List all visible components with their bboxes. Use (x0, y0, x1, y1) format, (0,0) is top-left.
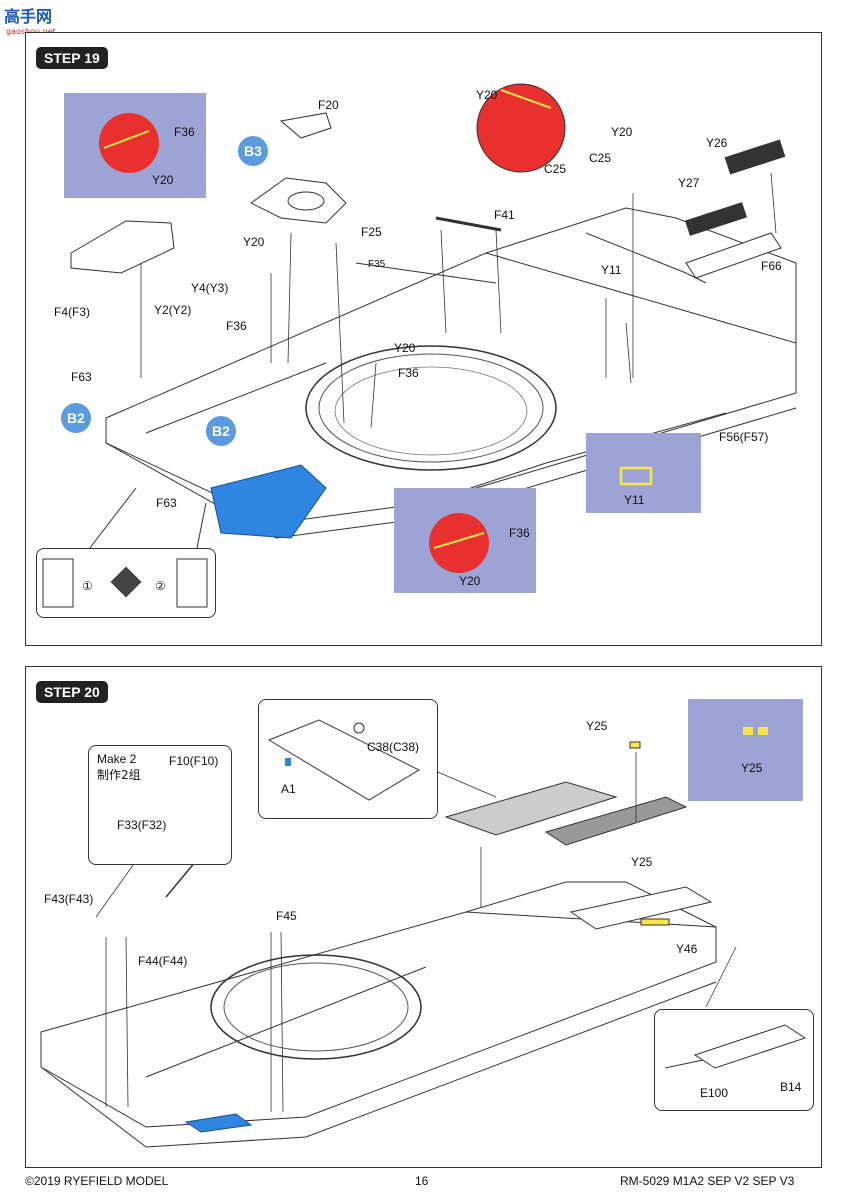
step19-label-f36-bi: F36 (509, 526, 530, 540)
step20-label-y25-top: Y25 (586, 719, 608, 733)
badge-b3: B3 (238, 136, 268, 166)
step19-label-y20-left: Y20 (243, 235, 265, 249)
f41-rod (435, 216, 502, 232)
b14-panel (569, 886, 713, 930)
step20-label-y25-inset: Y25 (741, 761, 763, 775)
step19-label-y26: Y26 (706, 136, 728, 150)
step19-label-num2: ② (155, 579, 166, 593)
b2-blue-part (210, 464, 327, 539)
step20-inset-a1: C38(C38) A1 (258, 699, 438, 819)
step20-title: STEP 20 (36, 681, 108, 703)
footer-page-number: 16 (415, 1174, 429, 1188)
step19-label-c25-mid: C25 (589, 151, 612, 165)
step19-label-f36-left: F36 (226, 319, 247, 333)
step20-drawing (40, 741, 737, 1148)
step20-label-y46: Y46 (676, 942, 698, 956)
step19-label-y20-bi: Y20 (459, 574, 481, 588)
watermark-logo-text: 高手网 (4, 7, 52, 26)
step19-label-f36-center: F36 (398, 366, 419, 380)
step20-label-make2: Make 2 (97, 752, 137, 766)
step20-inset-e100: E100 B14 (654, 1009, 814, 1111)
step20-label-c38: C38(C38) (367, 740, 420, 754)
step19-drawing (70, 112, 797, 554)
step19-label-f56: F56(F57) (719, 430, 769, 444)
step20-label-b14: B14 (780, 1080, 802, 1094)
step19-label-y2: Y2(Y2) (154, 303, 192, 317)
step19-detail-inset: ① ② (36, 548, 216, 618)
turret-ring (305, 345, 557, 471)
f4-flap (70, 220, 175, 274)
step19-label-y27: Y27 (678, 176, 700, 190)
step20-panel: STEP 20 (25, 666, 822, 1168)
watermark-logo: 高手网 gaoshou.net (2, 2, 82, 38)
step19-label-f63-bottom: F63 (156, 496, 177, 510)
step19-inset-y11: Y11 (586, 433, 701, 513)
step20-blue-part (184, 1113, 253, 1133)
step20-label-make2-cn: 制作2组 (97, 768, 141, 782)
step19-panel: STEP 19 (25, 32, 822, 646)
step19-label-y20-mid: Y20 (611, 125, 633, 139)
f20-part (279, 112, 332, 139)
y25-part (629, 741, 641, 749)
step19-label-f36-tl: F36 (174, 125, 195, 139)
footer-copyright: ©2019 RYEFIELD MODEL (25, 1174, 169, 1188)
step19-label-y11-top: Y11 (601, 263, 622, 277)
step19-label-c25-circle: C25 (544, 162, 567, 176)
step20-label-f43: F43(F43) (44, 892, 94, 906)
step20-label-f10: F10(F10) (169, 754, 219, 768)
badge-b2-left: B2 (61, 403, 91, 433)
f66-part (685, 232, 782, 279)
b3-hatch (250, 177, 347, 224)
step19-inset-topleft: F36 Y20 (64, 93, 206, 198)
badge-b2-mid: B2 (206, 416, 236, 446)
step20-label-f45: F45 (276, 909, 297, 923)
watermark-url: gaoshou.net (6, 27, 56, 36)
step19-label-f63-top: F63 (71, 370, 92, 384)
footer-product: RM-5029 M1A2 SEP V2 SEP V3 (620, 1174, 795, 1188)
step20-turret-ring (210, 954, 422, 1060)
engine-deck-grille (444, 781, 618, 836)
step19-label-f20: F20 (318, 98, 339, 112)
step19-label-y20-tl: Y20 (152, 173, 174, 187)
y27-mesh (684, 202, 748, 236)
step19-label-f35: F35 (368, 259, 386, 270)
step20-label-y25-mid: Y25 (631, 855, 653, 869)
step19-label-f66: F66 (761, 259, 782, 273)
step19-label-y4: Y4(Y3) (191, 281, 229, 295)
step19-label-num1: ① (82, 579, 93, 593)
step20-label-a1: A1 (281, 782, 296, 796)
step20-label-e100: E100 (700, 1086, 729, 1100)
step19-label-y20-center: Y20 (394, 341, 416, 355)
step20-inset-make2: Make 2 制作2组 F10(F10) F33(F32) (88, 745, 232, 865)
y46-part (640, 918, 670, 926)
step19-inset-circle: Y20 C25 (466, 78, 576, 178)
engine-deck-grille-2 (544, 796, 688, 846)
step19-inset-bottom: F36 Y20 (394, 488, 536, 593)
step19-label-f4: F4(F3) (54, 305, 90, 319)
y26-mesh (724, 139, 786, 175)
step20-label-f44: F44(F44) (138, 954, 188, 968)
step19-title: STEP 19 (36, 47, 108, 69)
step19-label-f41: F41 (494, 208, 515, 222)
step20-label-f33: F33(F32) (117, 818, 167, 832)
step19-label-f25: F25 (361, 225, 382, 239)
step19-label-y11-inset: Y11 (624, 493, 645, 507)
step19-label-y20-circle: Y20 (476, 88, 498, 102)
step20-inset-y25: Y25 (688, 699, 803, 801)
